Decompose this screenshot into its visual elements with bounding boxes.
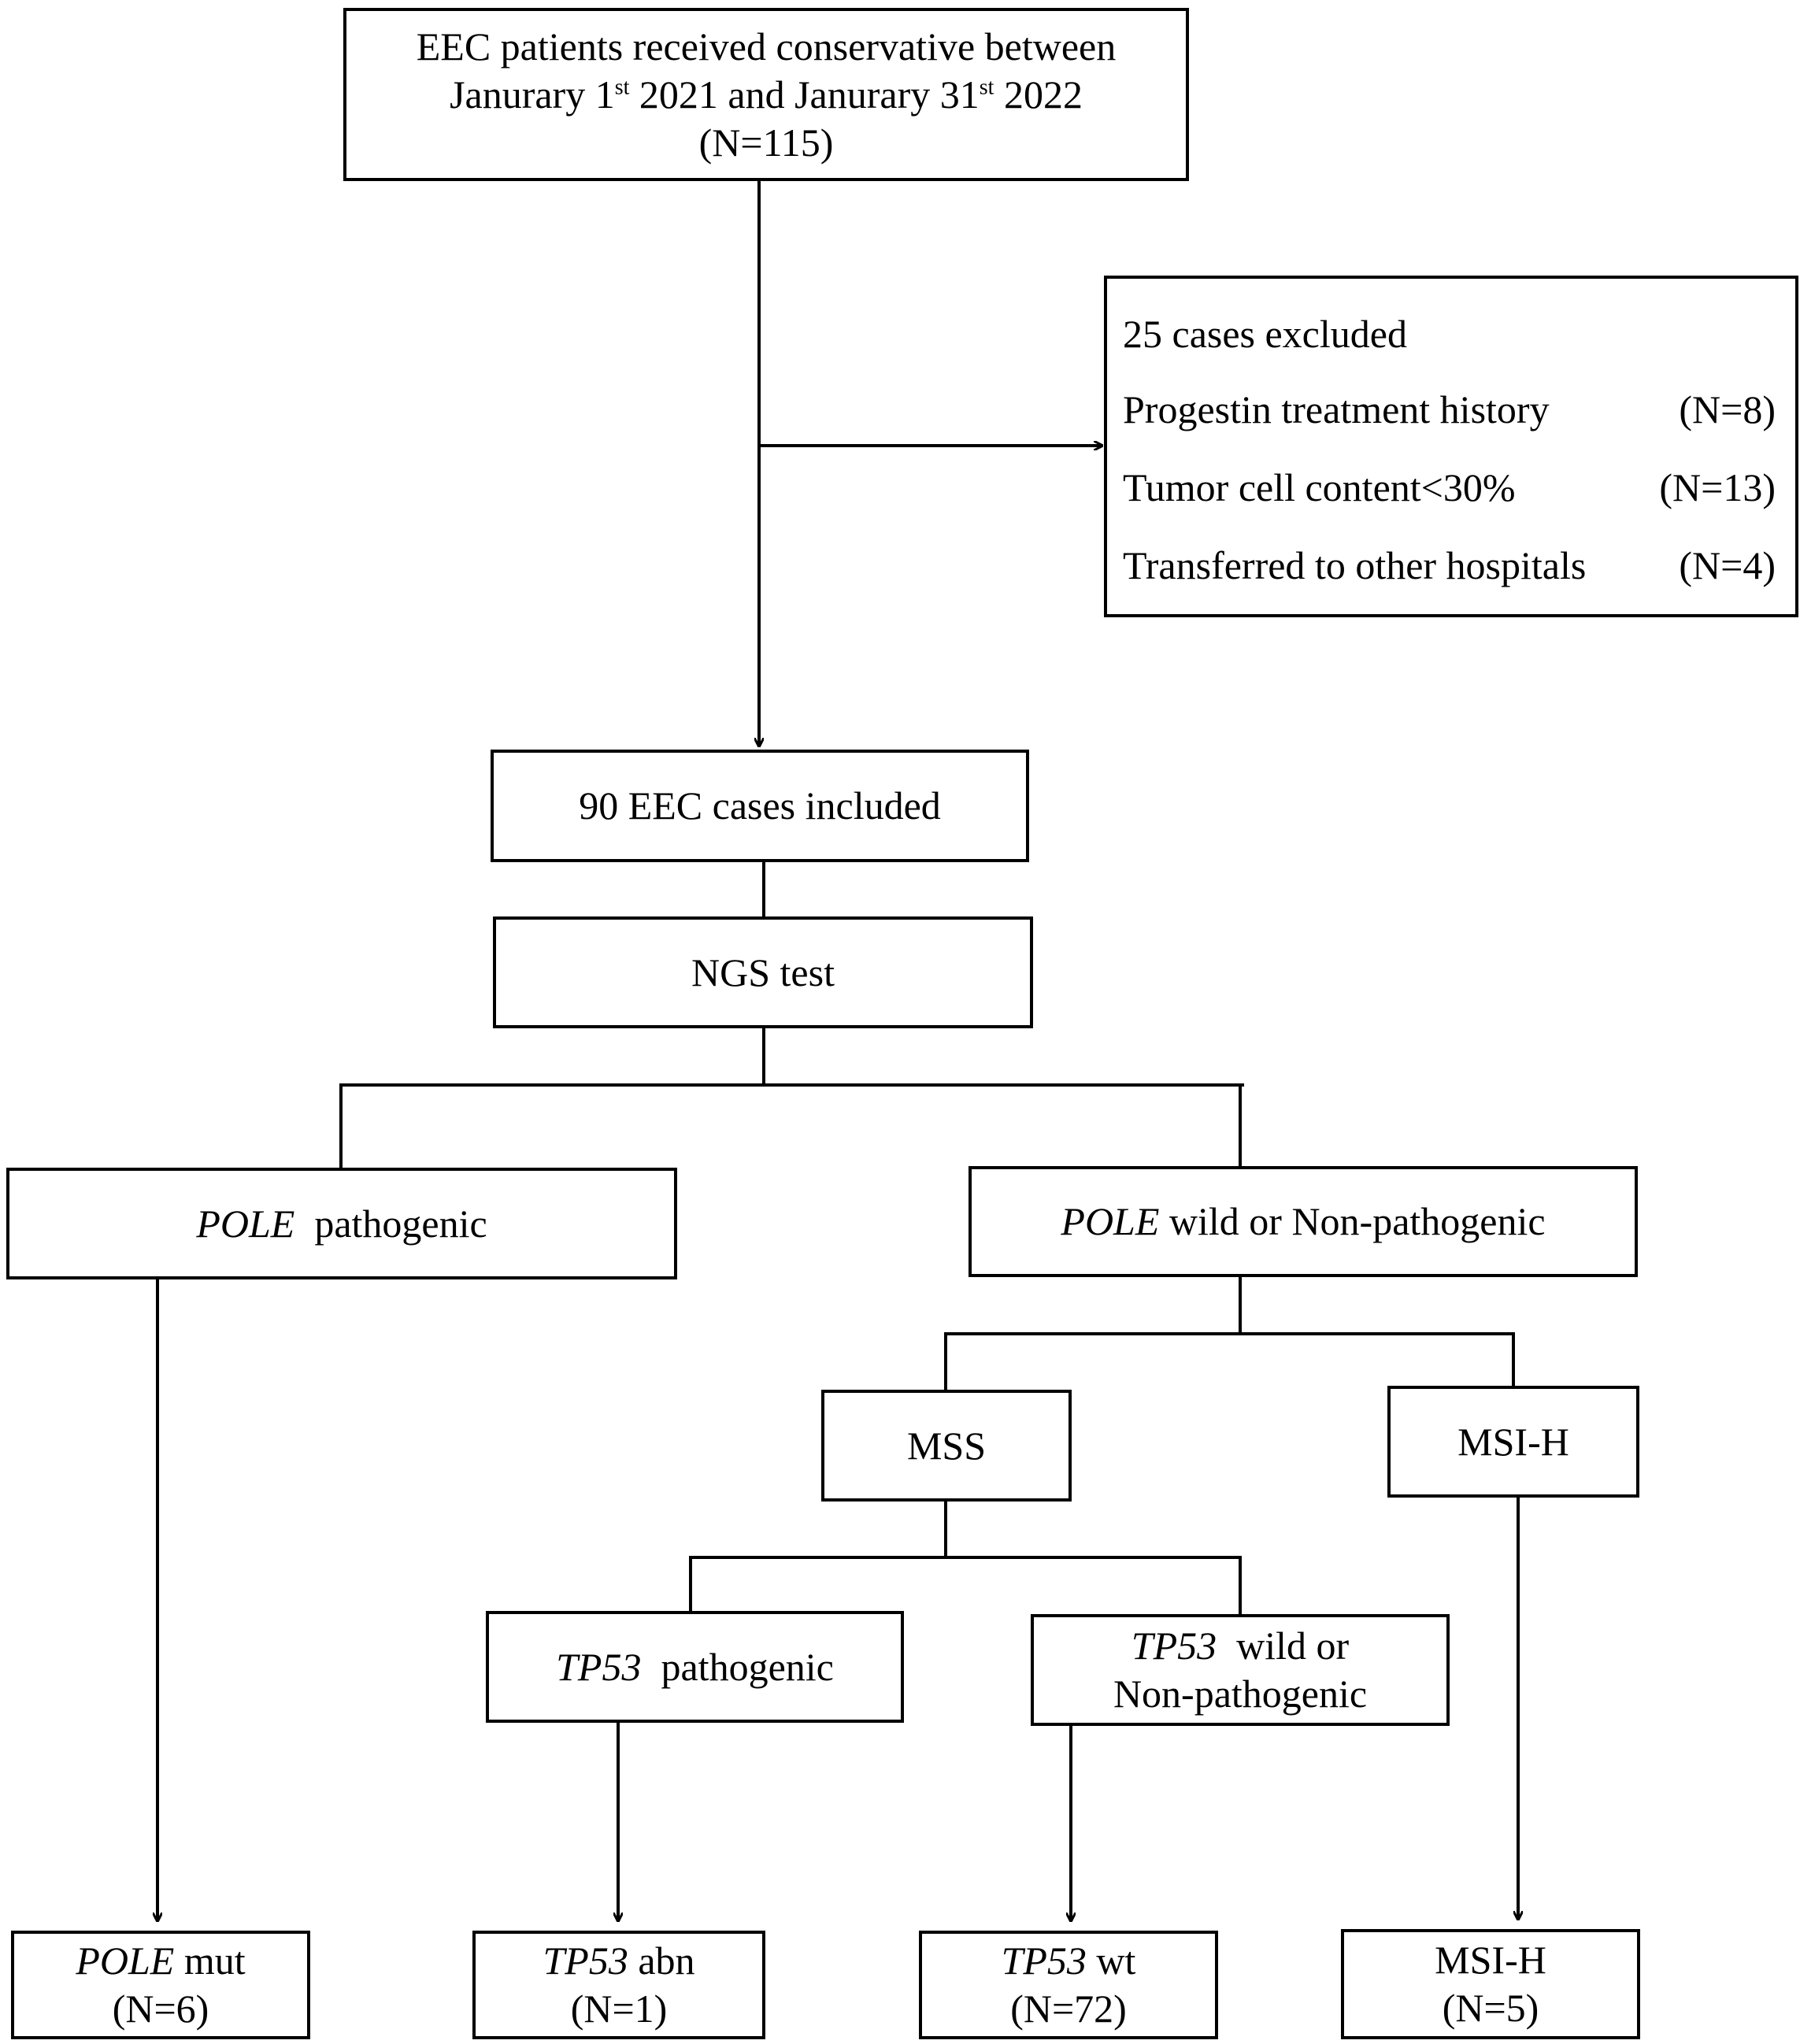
tp53-wild-label-1: TP53 wild or bbox=[1131, 1624, 1350, 1668]
ngs-label: NGS test bbox=[691, 950, 835, 994]
exclusion-title: 25 cases excluded bbox=[1123, 312, 1407, 356]
outcome-msih-count: (N=5) bbox=[1442, 1986, 1539, 2030]
ngs-test-box: NGS test bbox=[493, 916, 1033, 1028]
outcome-tp53wt-count: (N=72) bbox=[1010, 1987, 1127, 2031]
tp53-pathogenic-label: TP53 pathogenic bbox=[556, 1644, 834, 1689]
enrollment-count: (N=115) bbox=[698, 120, 834, 165]
included-label: 90 EEC cases included bbox=[579, 783, 941, 828]
enrollment-line1: EEC patients received conservative betwe… bbox=[416, 24, 1117, 69]
outcome-tp53wt-label: TP53 wt bbox=[1001, 1938, 1136, 1983]
msih-box: MSI-H bbox=[1387, 1386, 1639, 1498]
exclusion-reason: Transferred to other hospitals(N=4) bbox=[1123, 543, 1776, 587]
pole-wild-label: POLE wild or Non-pathogenic bbox=[1061, 1199, 1546, 1243]
tp53-pathogenic-box: TP53 pathogenic bbox=[486, 1611, 904, 1723]
outcome-tp53-abn-box: TP53 abn (N=1) bbox=[472, 1931, 765, 2039]
pole-wild-box: POLE wild or Non-pathogenic bbox=[969, 1166, 1638, 1277]
tp53-wild-label-2: Non-pathogenic bbox=[1113, 1672, 1368, 1716]
msih-label: MSI-H bbox=[1457, 1419, 1569, 1464]
outcome-msih-label: MSI-H bbox=[1435, 1938, 1546, 1982]
outcome-tp53abn-label: TP53 abn bbox=[543, 1938, 695, 1983]
enrollment-box: EEC patients received conservative betwe… bbox=[343, 8, 1189, 181]
outcome-pole-label: POLE mut bbox=[76, 1938, 246, 1983]
pole-pathogenic-box: POLE pathogenic bbox=[6, 1168, 677, 1279]
enrollment-line2: Janurary 1st 2021 and Janurary 31st 2022 bbox=[450, 72, 1083, 117]
mss-box: MSS bbox=[821, 1390, 1072, 1502]
mss-label: MSS bbox=[906, 1423, 987, 1468]
outcome-msih-box: MSI-H (N=5) bbox=[1341, 1929, 1640, 2039]
included-box: 90 EEC cases included bbox=[491, 750, 1029, 862]
exclusion-reason: Progestin treatment history(N=8) bbox=[1123, 387, 1776, 431]
pole-pathogenic-label: POLE pathogenic bbox=[196, 1201, 487, 1246]
outcome-pole-count: (N=6) bbox=[112, 1987, 209, 2031]
outcome-tp53abn-count: (N=1) bbox=[570, 1987, 668, 2031]
outcome-pole-mut-box: POLE mut (N=6) bbox=[11, 1931, 310, 2039]
outcome-tp53-wt-box: TP53 wt (N=72) bbox=[919, 1931, 1218, 2039]
tp53-wild-box: TP53 wild or Non-pathogenic bbox=[1031, 1614, 1450, 1726]
exclusion-box: 25 cases excluded Progestin treatment hi… bbox=[1104, 276, 1798, 617]
exclusion-reason: Tumor cell content<30%(N=13) bbox=[1123, 465, 1776, 509]
